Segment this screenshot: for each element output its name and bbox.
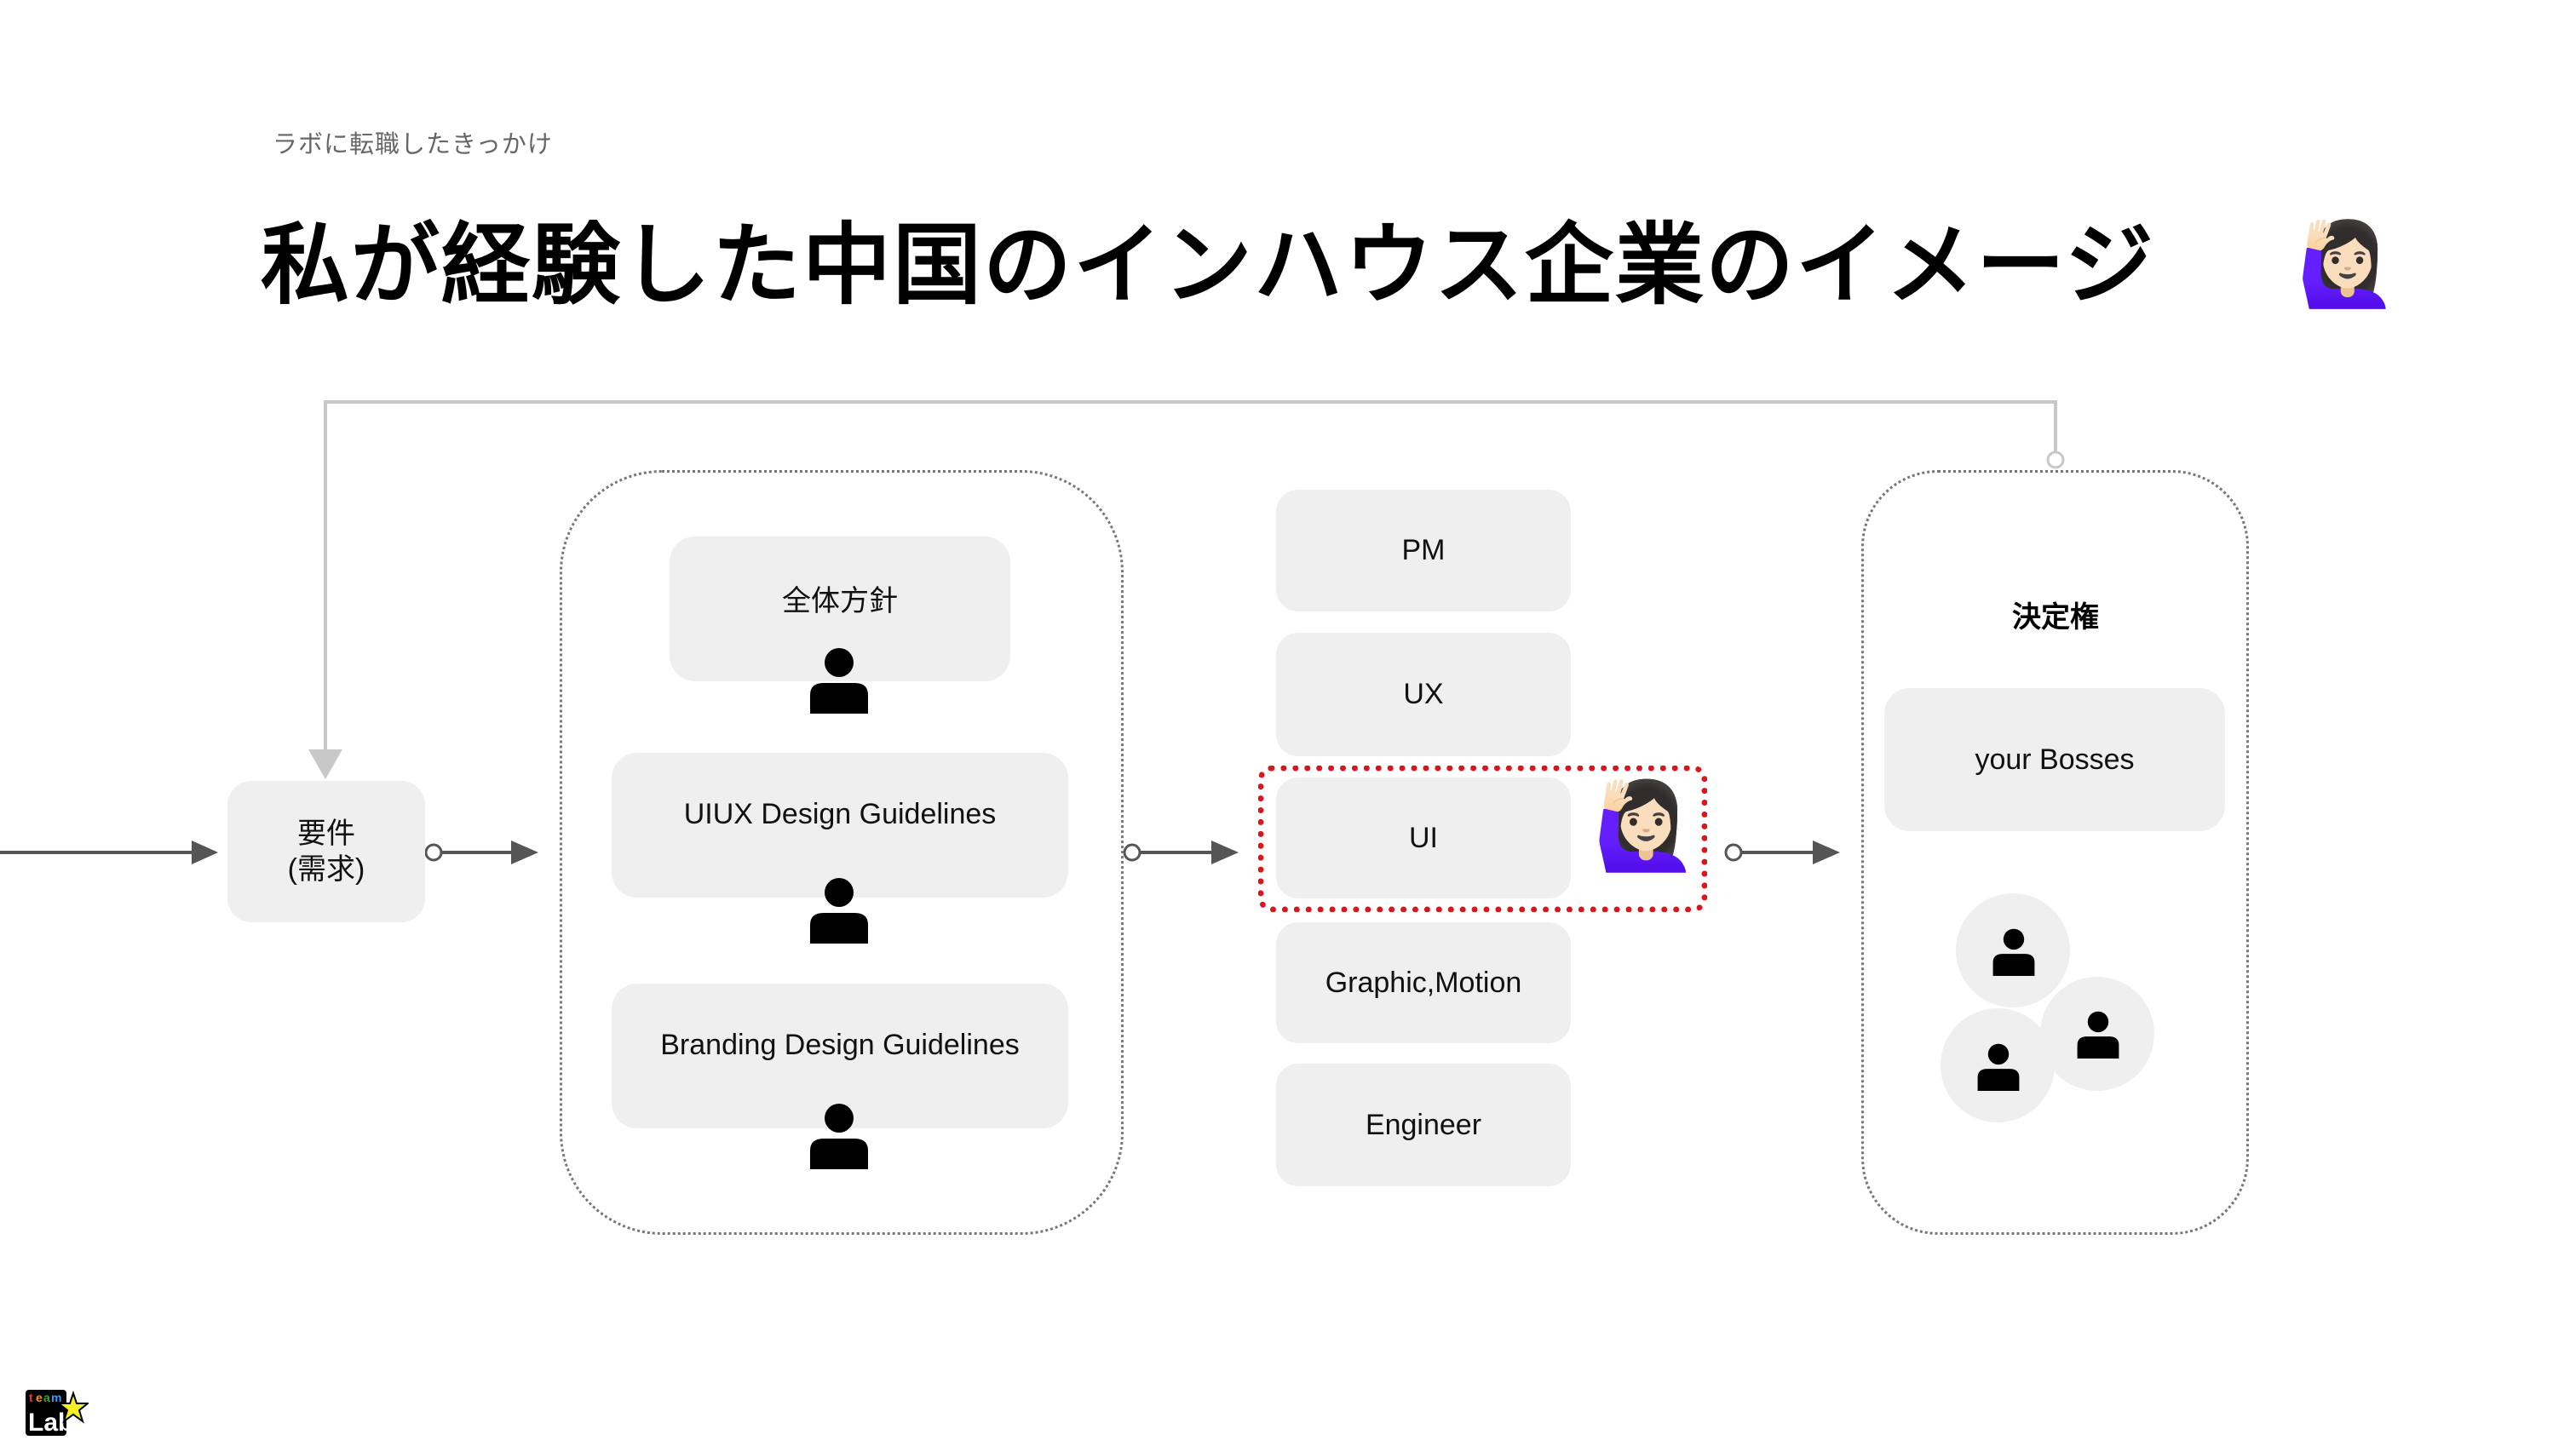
boss-avatar-3 [2040,977,2154,1091]
connector-circle-1 [424,843,443,862]
star-icon [56,1390,89,1424]
requirement-box: 要件 (需求) [227,781,425,922]
ui-highlight-frame [1258,766,1707,912]
person-icon [2077,1011,2119,1059]
teamlab-logo: t e a m Lab [26,1390,89,1437]
guideline-box-overall-policy: 全体方針 [670,537,1010,681]
svg-text:m: m [51,1391,61,1404]
svg-text:e: e [36,1391,43,1404]
role-box-engineer: Engineer [1276,1064,1571,1186]
decision-label: 決定権 [2012,601,2099,634]
person-icon [810,648,868,714]
role-box-ui: UI [1276,778,1571,898]
person-icon [1977,1043,2020,1091]
bosses-box: your Bosses [1884,688,2225,831]
requirement-sublabel: (需求) [287,853,365,886]
guidelines-group [560,470,1124,1235]
role-label: Engineer [1365,1108,1482,1141]
incoming-arrowhead [192,841,218,864]
arrowhead-1 [511,841,538,864]
requirement-label: 要件 [297,818,355,850]
feedback-arrowhead [308,749,342,779]
feedback-start-circle [2046,450,2065,469]
svg-text:a: a [43,1391,50,1404]
woman-raising-hand-icon: 🙋🏻‍♀️ [2297,216,2399,312]
connector-circle-3 [1724,843,1743,862]
role-label: PM [1401,534,1446,566]
bosses-label: your Bosses [1975,743,2135,776]
connector-circle-2 [1123,843,1141,862]
slide-title: 私が経験した中国のインハウス企業のイメージ [261,216,2155,315]
arrowhead-2 [1211,841,1239,864]
person-icon [810,878,868,944]
logo-team-text: t [29,1391,33,1404]
guideline-label: Branding Design Guidelines [660,1028,1020,1061]
person-icon [810,1104,868,1169]
arrowhead-3 [1813,841,1840,864]
role-label: UX [1403,678,1444,710]
role-label: UI [1409,821,1438,854]
woman-raising-hand-icon: 🙋🏻‍♀️ [1593,776,1699,875]
role-label: Graphic,Motion [1325,966,1522,999]
slide-subtitle: ラボに転職したきっかけ [273,131,553,158]
person-icon [1992,928,2035,976]
role-box-graphic-motion: Graphic,Motion [1276,922,1571,1043]
feedback-line [324,400,2057,749]
decision-group [1861,470,2249,1235]
boss-avatar-2 [1941,1008,2055,1122]
boss-avatar-1 [1956,893,2070,1007]
guideline-box-uiux: UIUX Design Guidelines [612,753,1068,898]
role-box-pm: PM [1276,490,1571,611]
guideline-label: 全体方針 [782,584,898,617]
role-box-ux: UX [1276,633,1571,756]
guideline-label: UIUX Design Guidelines [683,797,997,830]
